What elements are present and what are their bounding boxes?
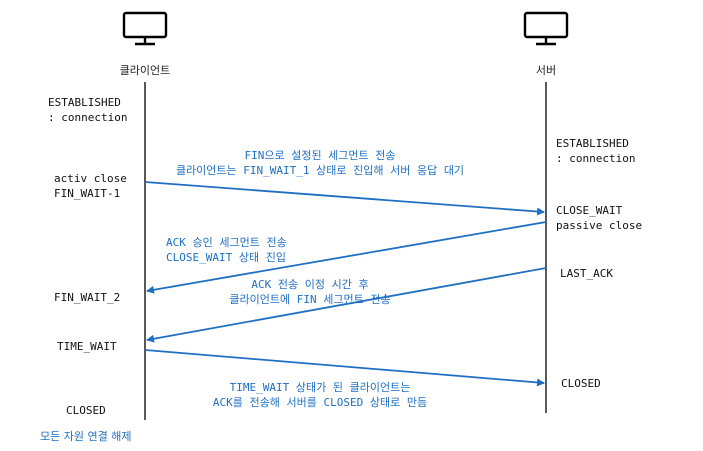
server-state-close-wait: CLOSE_WAIT passive close xyxy=(556,204,643,232)
server-state-established: ESTABLISHED : connection xyxy=(556,137,636,165)
client-state-closed: CLOSED xyxy=(66,404,106,417)
fin-message-note: FIN으로 설정된 세그먼트 전송 클라이언트는 FIN_WAIT_1 상태로 … xyxy=(175,149,465,177)
server-fin-arrow xyxy=(146,267,547,343)
monitor-icon xyxy=(122,11,168,46)
monitor-icon xyxy=(523,11,569,46)
server-state-closed: CLOSED xyxy=(561,377,601,390)
last-ack-arrow xyxy=(144,349,545,387)
server-state-last-ack: LAST_ACK xyxy=(560,267,613,280)
fin-arrow xyxy=(144,181,545,216)
client-state-time-wait: TIME_WAIT xyxy=(57,340,117,353)
server-label: 서버 xyxy=(535,64,557,77)
client-state-fin-wait-2: FIN_WAIT_2 xyxy=(54,291,121,304)
client-state-fin-wait-1: activ close FIN_WAIT-1 xyxy=(54,172,127,200)
client-state-established: ESTABLISHED : connection xyxy=(48,96,128,124)
server-fin-message-note: ACK 전송 이정 시간 후 클라이언트에 FIN 세그먼트 전송 xyxy=(229,278,391,306)
ack-message-note: ACK 승인 세그먼트 전송 CLOSE_WAIT 상태 진입 xyxy=(166,236,287,264)
final-ack-message-note: TIME_WAIT 상태가 된 클라이언트는 ACK를 전송해 서버를 CLOS… xyxy=(212,381,428,409)
ack-arrow xyxy=(146,221,547,294)
client-label: 클라이언트 xyxy=(119,64,171,77)
client-release-note: 모든 자원 연결 해제 xyxy=(40,430,132,443)
